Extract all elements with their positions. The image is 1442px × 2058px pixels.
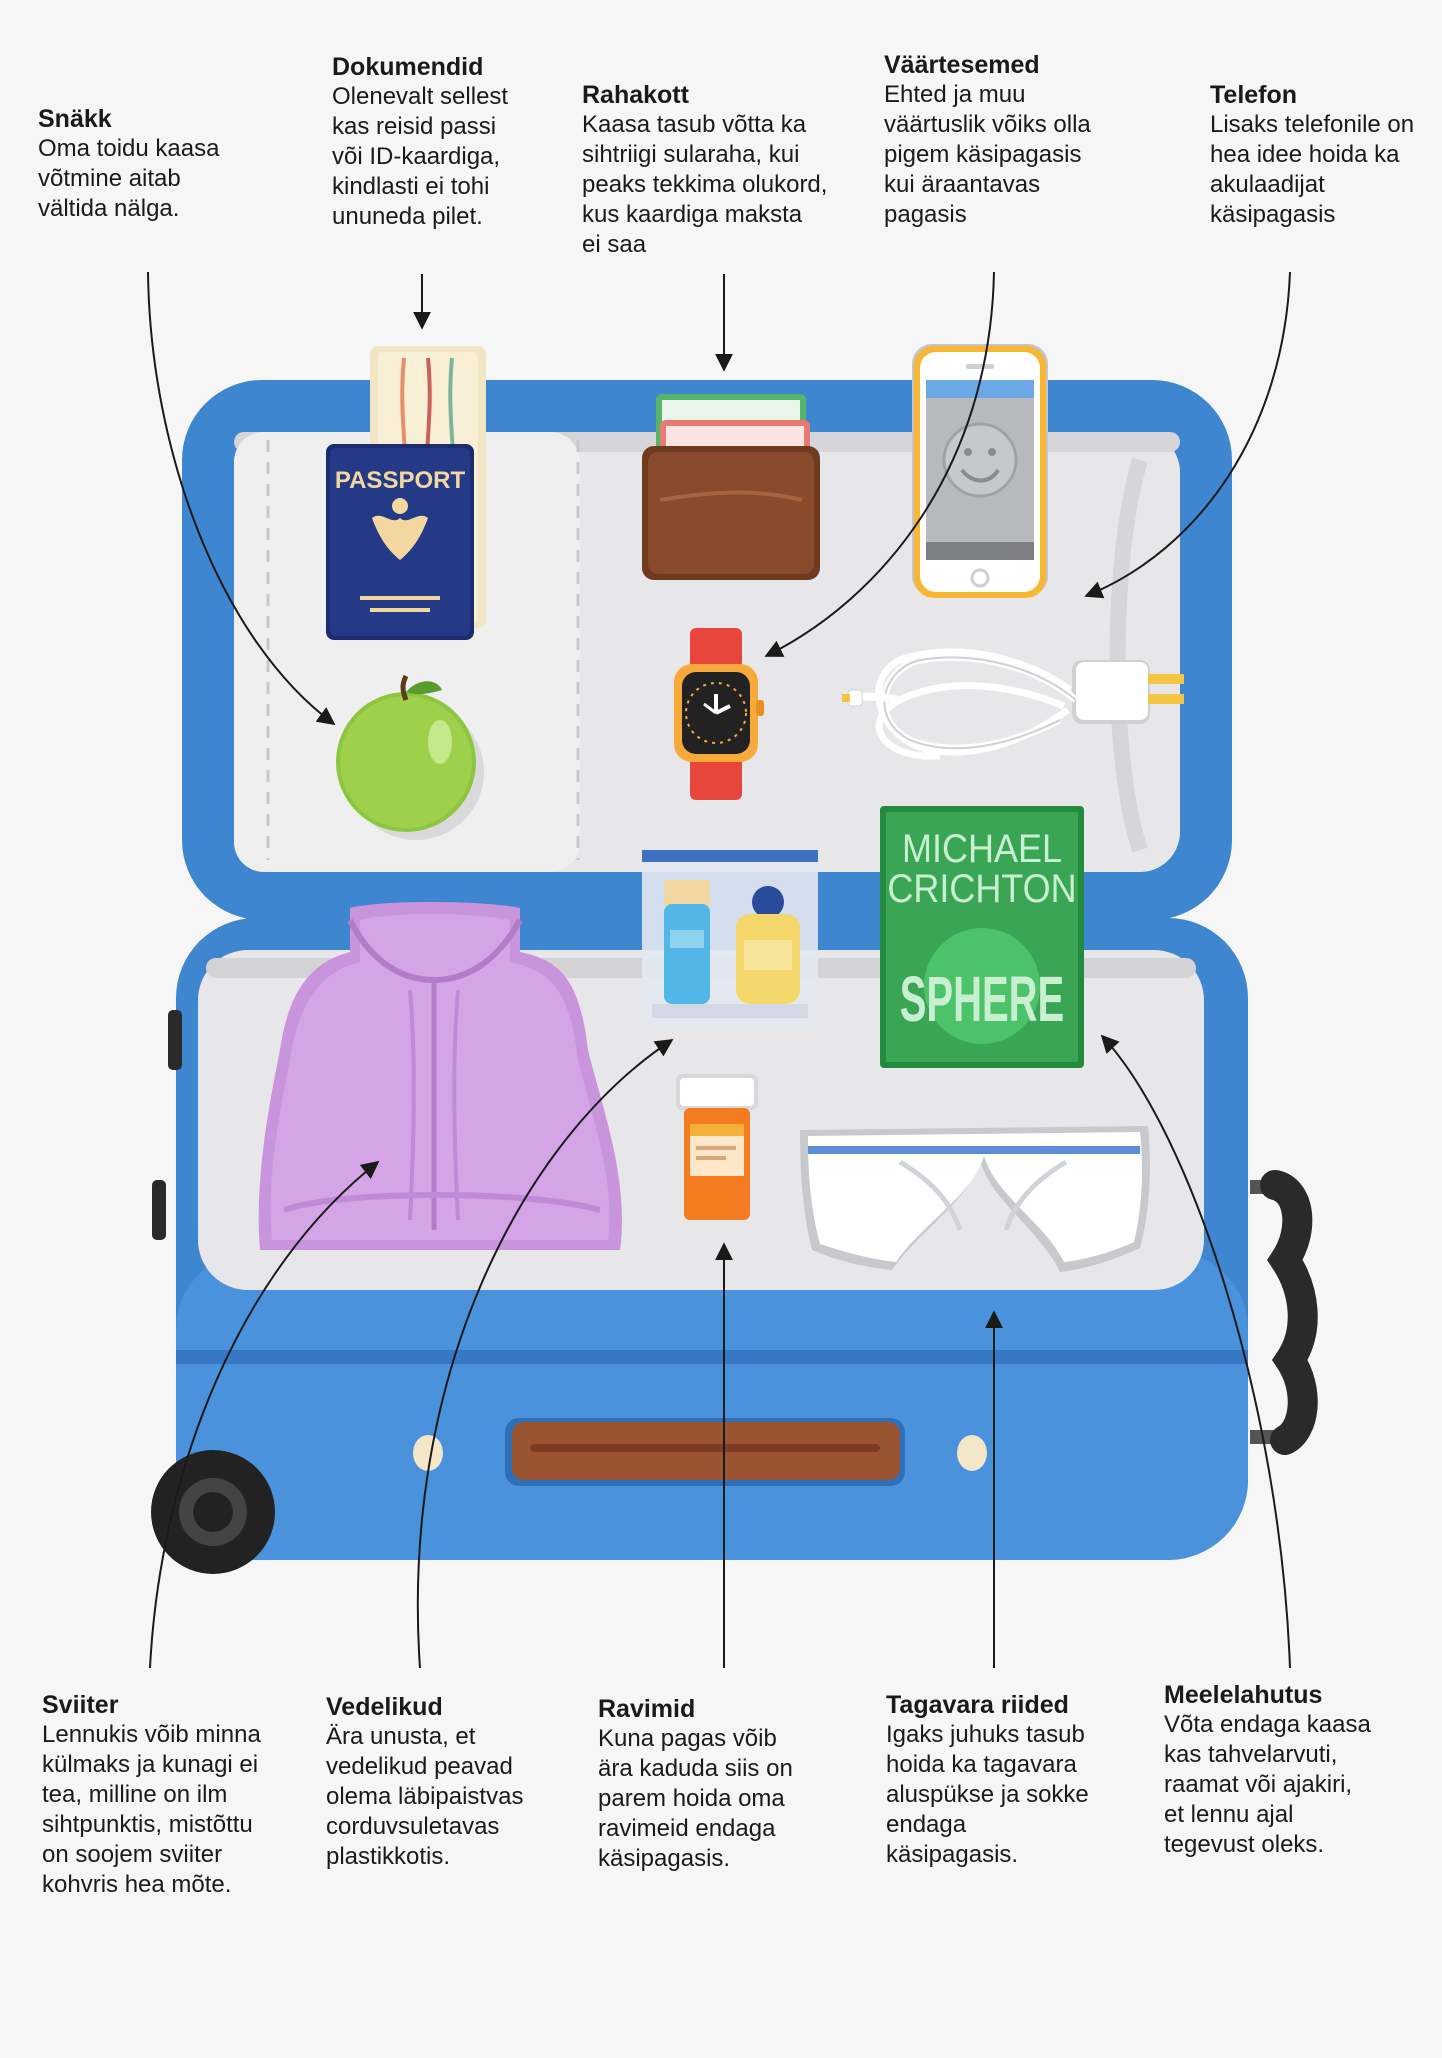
label-meelelahutus-text: Võta endaga kaasa kas tahvelarvuti, raam… (1164, 1711, 1371, 1858)
label-ravimid-text: Kuna pagas võib ära kaduda siis on parem… (598, 1725, 793, 1872)
label-sviiter-title: Sviiter (42, 1691, 119, 1719)
label-telefon-title: Telefon (1210, 81, 1298, 109)
connector-lines (147, 271, 1291, 1669)
passport-item: PASSPORT (326, 444, 474, 640)
label-dokumendid-text: Olenevalt sellest kas reisid passi või I… (332, 83, 509, 230)
passport-text: PASSPORT (335, 467, 466, 494)
label-sviiter-text: Lennukis võib minna külmaks ja kunagi ei… (42, 1721, 261, 1898)
label-rahakott: Rahakott Kaasa tasub võtta ka sihtriigi … (582, 80, 882, 260)
label-ravimid-title: Ravimid (598, 1695, 696, 1723)
label-snakk-text: Oma toidu kaasa võtmine aitab vältida nä… (38, 135, 220, 222)
book-author-line2: CRICHTON (887, 867, 1076, 911)
wallet-item (642, 394, 820, 580)
label-vedelikud-text: Ära unusta, et vedelikud peavad olema lä… (326, 1723, 524, 1870)
label-vaartesemed: Väärtesemed Ehted ja muu väärtuslik võik… (884, 50, 1164, 230)
label-snakk: Snäkk Oma toidu kaasa võtmine aitab vält… (38, 104, 298, 224)
label-sviiter: Sviiter Lennukis võib minna külmaks ja k… (42, 1690, 322, 1900)
book-author-line1: MICHAEL (902, 827, 1062, 871)
left-latch-top (168, 1010, 182, 1070)
label-vaartesemed-title: Väärtesemed (884, 51, 1040, 79)
watch-item (674, 628, 764, 800)
charger-item (842, 648, 1184, 760)
label-rahakott-title: Rahakott (582, 81, 689, 109)
phone-item (912, 344, 1048, 598)
book-item: MICHAEL CRICHTON SPHERE (880, 806, 1084, 1068)
underwear-item (800, 1126, 1150, 1272)
liquids-bag-item (642, 850, 818, 1028)
book-title: SPHERE (900, 965, 1064, 1036)
label-meelelahutus: Meelelahutus Võta endaga kaasa kas tahve… (1164, 1680, 1434, 1860)
label-ravimid: Ravimid Kuna pagas võib ära kaduda siis … (598, 1694, 858, 1874)
label-vaartesemed-text: Ehted ja muu väärtuslik võiks olla pigem… (884, 81, 1091, 228)
label-tagavara-text: Igaks juhuks tasub hoida ka tagavara alu… (886, 1721, 1089, 1868)
left-latch-bottom (152, 1180, 166, 1240)
label-tagavara-title: Tagavara riided (886, 1691, 1069, 1719)
label-telefon-text: Lisaks telefonile on hea idee hoida ka a… (1210, 111, 1415, 228)
label-dokumendid: Dokumendid Olenevalt sellest kas reisid … (332, 52, 592, 232)
label-tagavara: Tagavara riided Igaks juhuks tasub hoida… (886, 1690, 1156, 1870)
label-telefon: Telefon Lisaks telefonile on hea idee ho… (1210, 80, 1440, 230)
wheel (151, 1450, 275, 1574)
side-handle (1250, 1170, 1318, 1455)
label-meelelahutus-title: Meelelahutus (1164, 1681, 1323, 1709)
front-handle (413, 1418, 987, 1486)
label-rahakott-text: Kaasa tasub võtta ka sihtriigi sularaha,… (582, 111, 828, 258)
label-dokumendid-title: Dokumendid (332, 53, 484, 81)
pill-bottle-item (676, 1074, 758, 1220)
apple-item (336, 674, 484, 840)
sweater-item (258, 902, 623, 1250)
label-vedelikud: Vedelikud Ära unusta, et vedelikud peava… (326, 1692, 586, 1872)
label-snakk-title: Snäkk (38, 105, 112, 133)
label-vedelikud-title: Vedelikud (326, 1693, 443, 1721)
